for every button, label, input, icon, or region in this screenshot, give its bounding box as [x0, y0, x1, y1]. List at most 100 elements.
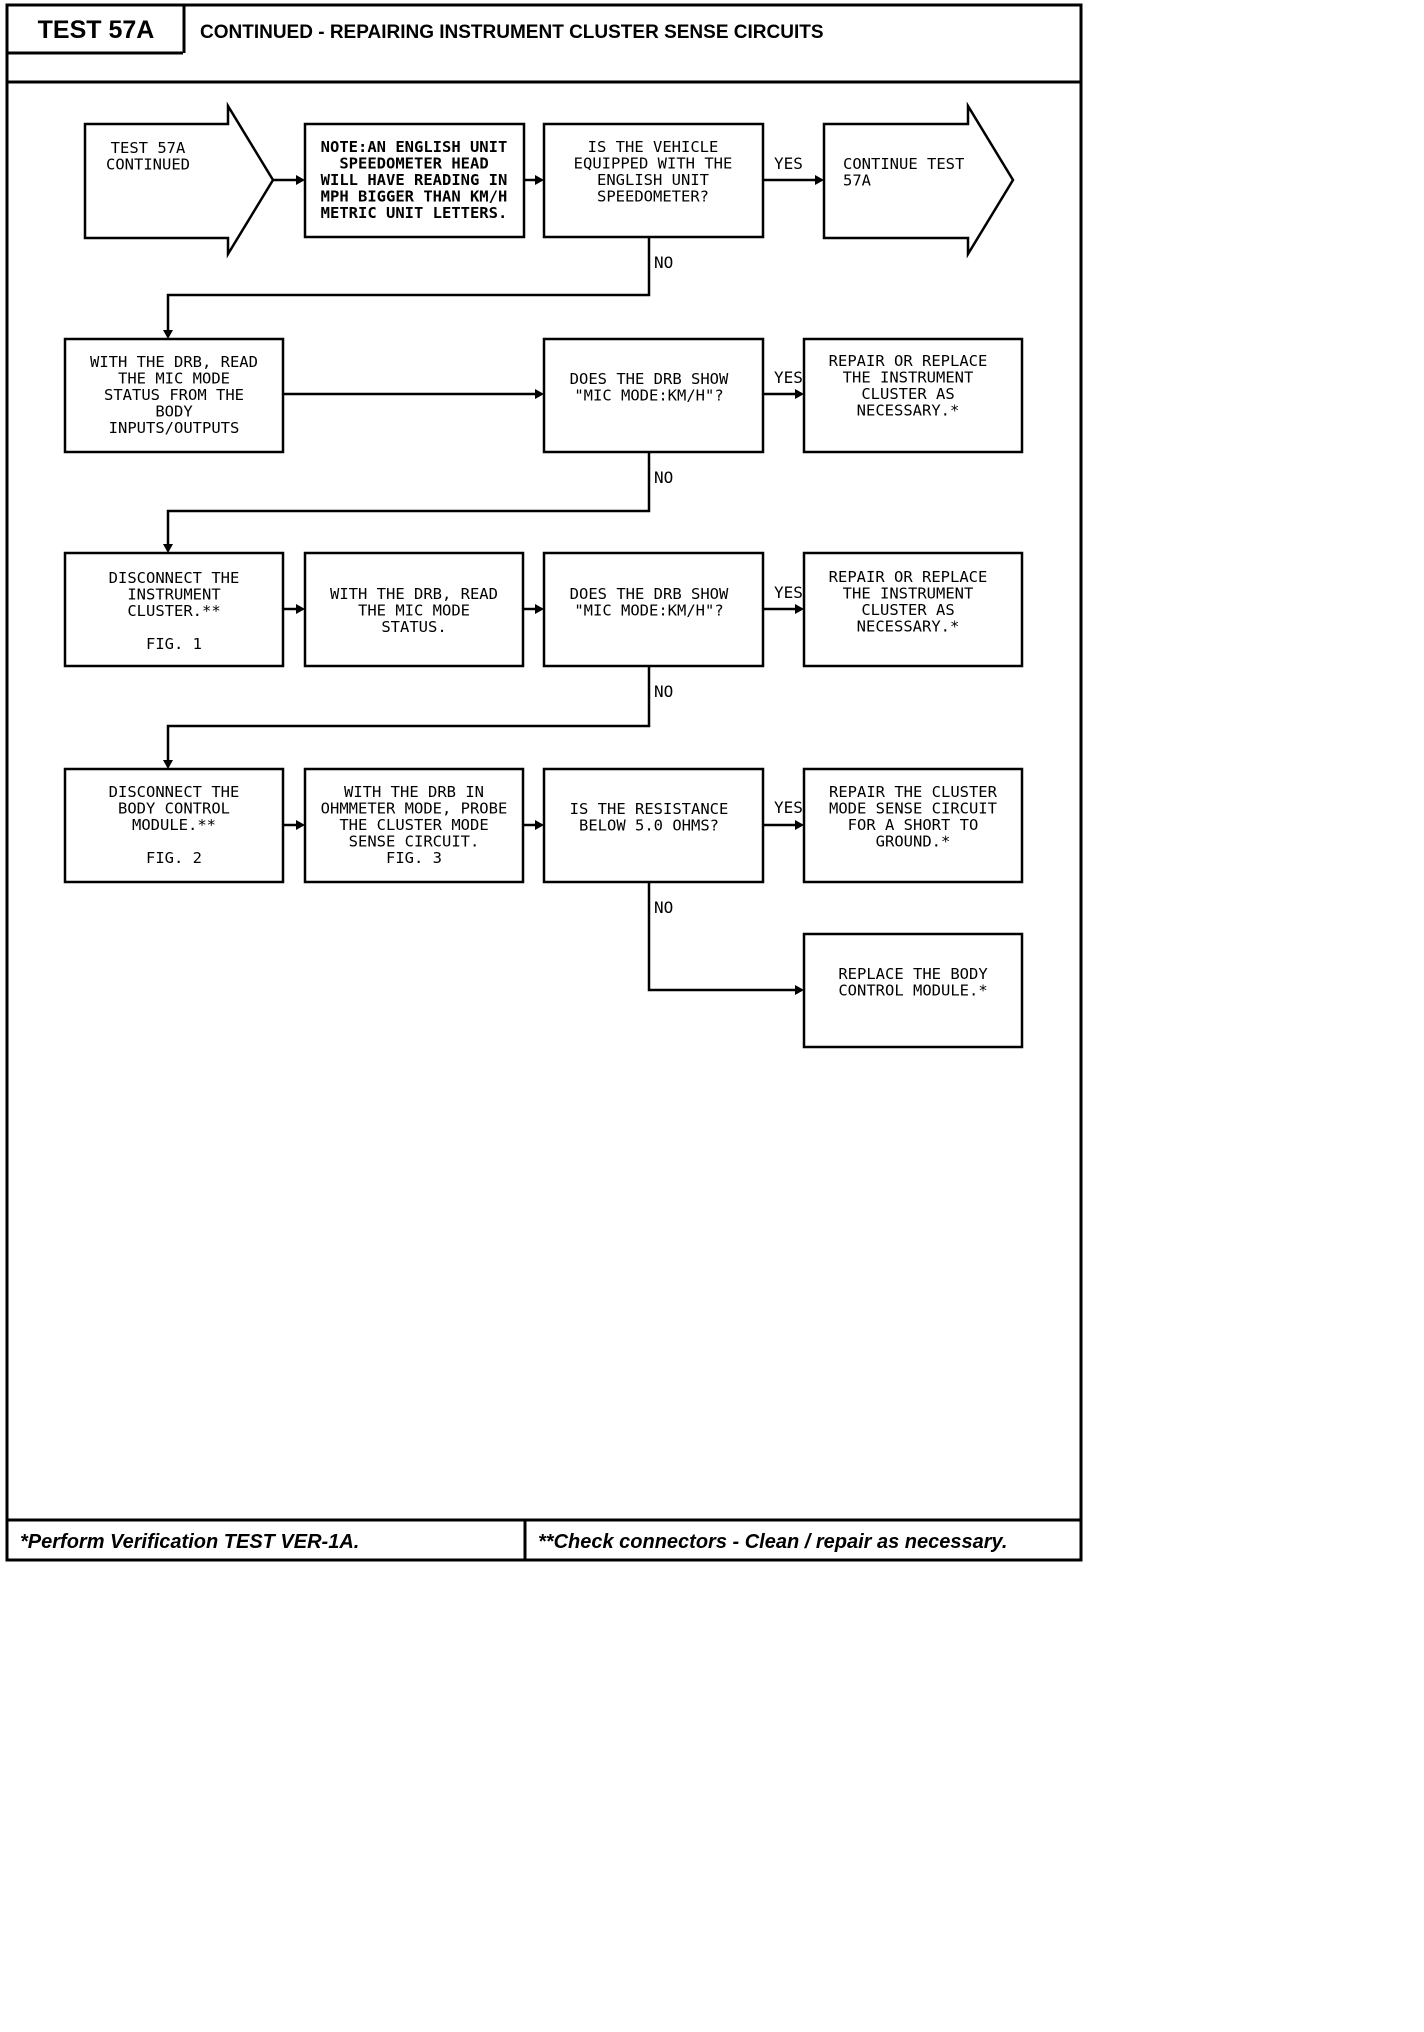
- question-kmh-1-box: [542, 337, 765, 454]
- box-text-line: REPAIR OR REPLACE: [829, 352, 988, 370]
- question-kmh-1-text: DOES THE DRB SHOW"MIC MODE:KM/H"?: [570, 370, 729, 405]
- yes-label-3: YES: [774, 583, 803, 602]
- connector-no-to-read-body: [166, 237, 651, 333]
- box-text-line: MPH BIGGER THAN KM/H: [321, 188, 508, 206]
- arrowhead: [795, 820, 804, 830]
- connectors: [163, 175, 824, 995]
- box-text-line: CLUSTER.**: [127, 602, 220, 620]
- box-text-line: DOES THE DRB SHOW: [570, 370, 729, 388]
- box-text-line: FIG. 1: [146, 635, 202, 653]
- yes-label-1: YES: [774, 154, 803, 173]
- outer-frame: [5, 3, 1083, 1562]
- box-text-line: MODULE.**: [132, 816, 216, 834]
- box-text-line: NECESSARY.*: [857, 402, 960, 420]
- box-text-line: FOR A SHORT TO: [848, 816, 979, 834]
- box-text-line: IS THE RESISTANCE: [570, 800, 729, 818]
- box-text-line: SPEEDOMETER HEAD: [339, 155, 488, 173]
- arrowhead: [535, 389, 544, 399]
- box-text-line: EQUIPPED WITH THE: [574, 155, 733, 173]
- box-text-line: METRIC UNIT LETTERS.: [321, 204, 508, 222]
- box-text-line: REPLACE THE BODY: [838, 965, 988, 983]
- box-text-line: THE MIC MODE: [118, 370, 230, 388]
- no-label-3: NO: [654, 682, 673, 701]
- test-id-label: TEST 57A: [38, 16, 155, 44]
- box-text-line: TEST 57A: [111, 139, 186, 157]
- flowchart-page: TEST 57A CONTINUED - REPAIRING INSTRUMEN…: [5, 3, 1083, 1562]
- box-text-line: STATUS FROM THE: [104, 386, 244, 404]
- box-text-line: IS THE VEHICLE: [588, 138, 719, 156]
- box-text-line: DISCONNECT THE: [109, 569, 240, 587]
- box-text-line: NECESSARY.*: [857, 618, 960, 636]
- box-text-line: THE CLUSTER MODE: [339, 816, 488, 834]
- box-text-line: WILL HAVE READING IN: [321, 171, 508, 189]
- box-text-line: BODY: [155, 403, 193, 421]
- box-text-line: WITH THE DRB, READ: [330, 585, 498, 603]
- no-label-4: NO: [654, 898, 673, 917]
- box-text-line: BELOW 5.0 OHMS?: [579, 817, 719, 835]
- arrowhead: [795, 985, 804, 995]
- box-text-line: FIG. 3: [386, 849, 442, 867]
- arrowhead: [163, 544, 173, 553]
- arrowhead: [535, 604, 544, 614]
- no-label-1: NO: [654, 253, 673, 272]
- box-text-line: INSTRUMENT: [127, 586, 220, 604]
- box-text-line: DOES THE DRB SHOW: [570, 585, 729, 603]
- arrowhead: [795, 604, 804, 614]
- box-text-line: ENGLISH UNIT: [597, 171, 709, 189]
- box-text-line: MODE SENSE CIRCUIT: [829, 800, 997, 818]
- box-text-line: THE INSTRUMENT: [843, 369, 974, 387]
- connector-no-to-replace-bcm: [647, 882, 798, 992]
- box-text-line: BODY CONTROL: [118, 800, 230, 818]
- arrowhead: [163, 760, 173, 769]
- box-text-line: WITH THE DRB, READ: [90, 353, 258, 371]
- box-text-line: CONTINUED: [106, 156, 190, 174]
- box-text-line: NOTE:AN ENGLISH UNIT: [321, 138, 508, 156]
- box-text-line: 57A: [843, 172, 872, 190]
- connector-no-to-disconnect-bcm: [166, 666, 651, 763]
- yes-label-4: YES: [774, 798, 803, 817]
- replace-bcm-box: [802, 932, 1024, 1049]
- box-text-line: CLUSTER AS: [861, 385, 954, 403]
- no-label-2: NO: [654, 468, 673, 487]
- box-text-line: THE MIC MODE: [358, 602, 470, 620]
- repair-cluster-2-box: [802, 551, 1024, 668]
- box-text-line: WITH THE DRB IN: [344, 783, 484, 801]
- arrowhead: [296, 175, 305, 185]
- disconnect-bcm-box: [63, 767, 285, 884]
- box-text-line: OHMMETER MODE, PROBE: [321, 800, 508, 818]
- box-text-line: "MIC MODE:KM/H"?: [574, 387, 723, 405]
- box-text-line: STATUS.: [381, 618, 446, 636]
- read-mic-box: [303, 551, 525, 668]
- arrowhead: [815, 175, 824, 185]
- arrowhead: [163, 330, 173, 339]
- box-text-line: SENSE CIRCUIT.: [349, 833, 480, 851]
- box-text-line: REPAIR THE CLUSTER: [829, 783, 998, 801]
- probe-box: [303, 767, 525, 884]
- question-kmh-2-text: DOES THE DRB SHOW"MIC MODE:KM/H"?: [570, 585, 729, 620]
- start-arrow-shape: [83, 101, 275, 259]
- box-text-line: "MIC MODE:KM/H"?: [574, 602, 723, 620]
- arrowhead: [535, 820, 544, 830]
- read-mic-body-box: [63, 337, 285, 454]
- repair-cluster-1-box: [802, 337, 1024, 454]
- arrowhead: [296, 604, 305, 614]
- repair-short-box: [802, 767, 1024, 884]
- disconnect-cluster-box: [63, 551, 285, 668]
- box-text-line: DISCONNECT THE: [109, 783, 240, 801]
- box-text-line: SPEEDOMETER?: [597, 188, 709, 206]
- box-text-line: REPAIR OR REPLACE: [829, 568, 988, 586]
- question-kmh-2-box: [542, 551, 765, 668]
- continue-arrow-shape: [822, 101, 1015, 259]
- box-text-line: INPUTS/OUTPUTS: [109, 419, 240, 437]
